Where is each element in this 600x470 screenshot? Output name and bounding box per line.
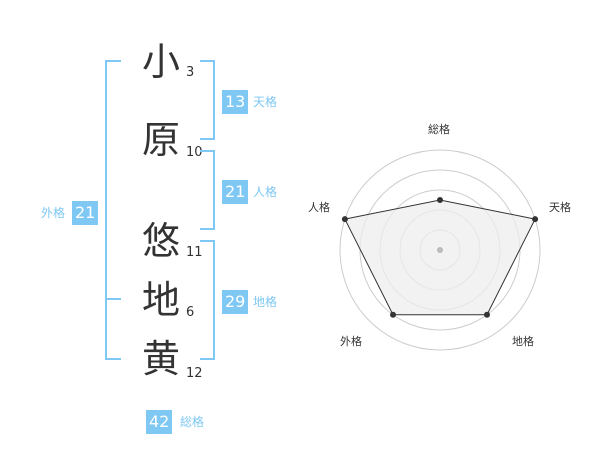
stroke-count-5: 12 [186, 366, 203, 381]
gaikaku-label: 外格 [41, 206, 66, 220]
soukaku-label: 総格 [180, 415, 205, 429]
name-char-5: 黄 [141, 337, 180, 381]
chikaku-label: 地格 [253, 295, 278, 309]
stroke-count-4: 6 [186, 305, 195, 320]
jinkaku-bracket [200, 150, 215, 230]
name-char-4: 地 [141, 278, 180, 322]
chikaku-bracket [200, 240, 215, 360]
chikaku-badge: 29 [222, 290, 249, 314]
radar-point-4 [341, 216, 348, 223]
radar-point-1 [532, 216, 539, 223]
gaikaku-badge: 21 [72, 201, 99, 225]
name-char-1: 小 [141, 40, 180, 84]
tenkaku-bracket [200, 60, 215, 140]
radar-point-3 [390, 311, 396, 318]
radar-label-chikaku: 地格 [512, 335, 534, 348]
radar-label-jinkaku: 人格 [308, 201, 330, 214]
gaikaku-bracket [105, 60, 121, 360]
name-char-3: 悠 [141, 219, 180, 263]
soukaku-badge: 42 [146, 410, 173, 434]
radar-label-gaikaku: 外格 [340, 335, 362, 348]
radar-point-2 [484, 311, 490, 318]
radar-ring-5 [339, 149, 541, 351]
name-char-2: 原 [141, 118, 180, 162]
radar-shape [344, 199, 536, 316]
jinkaku-badge: 21 [222, 180, 249, 204]
radar-label-tenkaku: 天格 [549, 201, 571, 214]
radar-center-dot [437, 247, 443, 253]
tenkaku-badge: 13 [222, 90, 249, 114]
stroke-count-3: 11 [186, 245, 203, 260]
radar-polygon [344, 199, 536, 316]
radar-label-soukaku: 総格 [428, 123, 450, 136]
tenkaku-label: 天格 [253, 95, 278, 109]
stroke-count-2: 10 [186, 145, 203, 160]
radar-points [341, 197, 539, 318]
jinkaku-label: 人格 [253, 185, 278, 199]
stroke-count-1: 3 [186, 65, 195, 80]
radar-point-0 [437, 197, 443, 203]
gaikaku-bracket-mid-tick [105, 298, 121, 300]
